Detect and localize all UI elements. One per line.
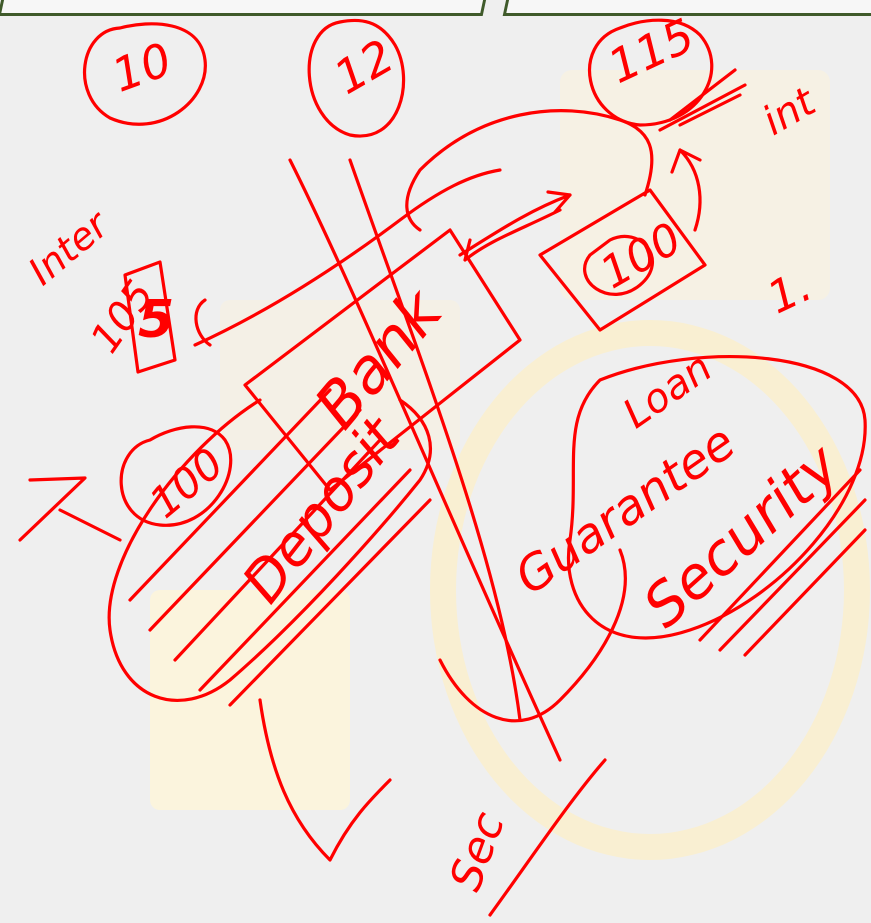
circle-100-inner (583, 234, 654, 296)
arrow-up-int (670, 148, 702, 232)
interest-box-stroke (123, 260, 177, 374)
security-ellipse (566, 355, 867, 640)
diagonal-line-1 (288, 158, 562, 762)
arrow-to-115 (405, 109, 654, 232)
deposit-circle-stroke (119, 425, 233, 527)
box-100-stroke (538, 188, 707, 332)
bottom-swoop (438, 548, 627, 723)
sec-underline (488, 758, 607, 917)
circle-12-stroke (307, 18, 406, 138)
arrow-seven (18, 476, 122, 542)
security-hatch (698, 468, 867, 657)
bottom-arrow-left (258, 698, 392, 862)
scribble-115 (658, 68, 747, 132)
diagonal-line-2 (348, 158, 522, 722)
circle-115-stroke (587, 18, 714, 127)
bank-arc (193, 168, 502, 347)
deposit-loop (107, 398, 432, 702)
interest-bracket (194, 298, 212, 347)
bank-rectangle (243, 228, 522, 492)
circle-10-stroke (83, 22, 207, 126)
arrow-bank-to-loan (458, 190, 572, 257)
deposit-hatch (128, 388, 432, 707)
